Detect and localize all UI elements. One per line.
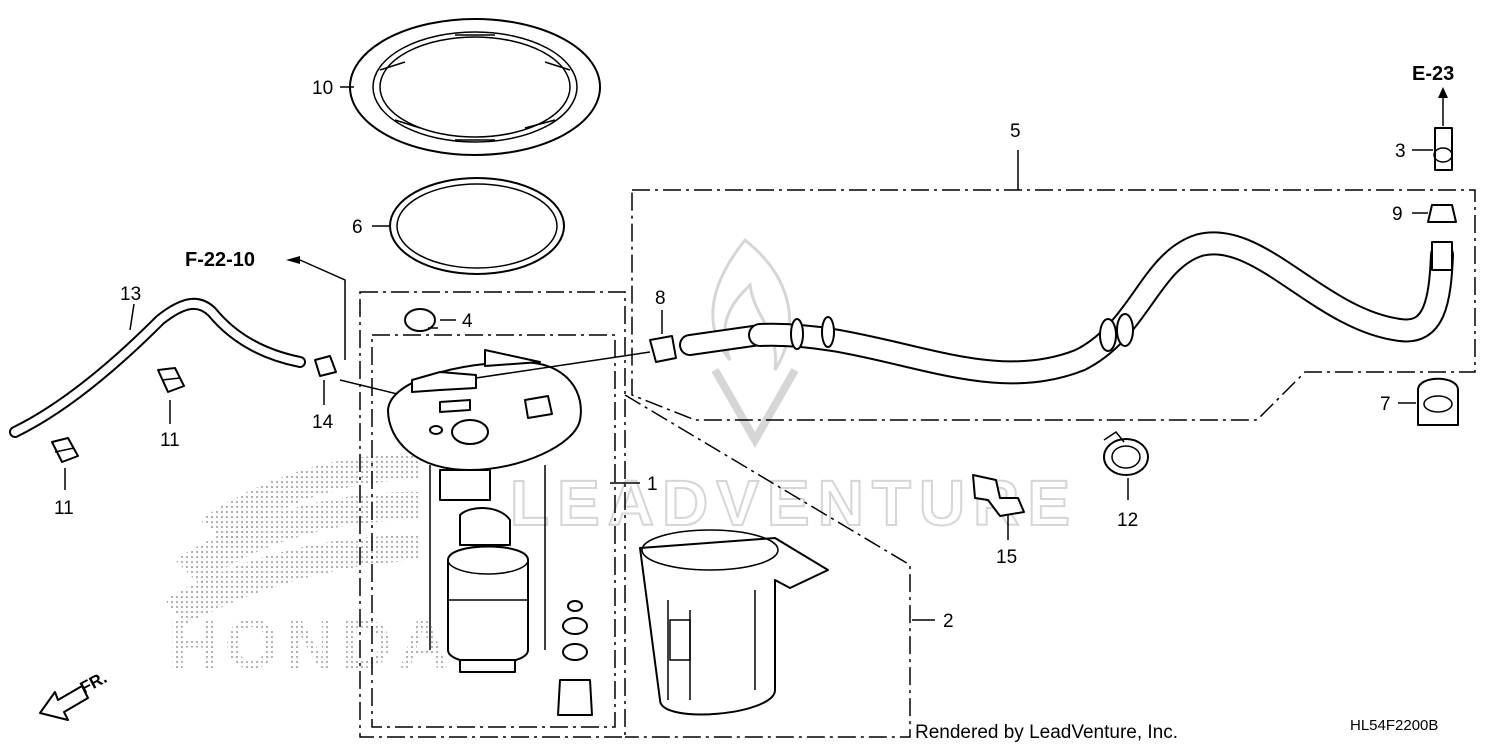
callout-11-upper: 11 — [160, 430, 180, 451]
callout-9: 9 — [1392, 204, 1403, 225]
callout-14: 14 — [312, 412, 334, 433]
front-direction-arrow-icon — [39, 685, 89, 721]
callout-4: 4 — [462, 311, 473, 332]
part-1-fuel-pump-module — [387, 349, 593, 716]
part-8-clip — [649, 335, 677, 363]
reference-arrow-icon — [286, 256, 300, 264]
render-credit: Rendered by LeadVenture, Inc. — [915, 722, 1178, 743]
callout-11-lower: 11 — [54, 498, 74, 519]
callout-1: 1 — [647, 474, 658, 495]
callout-12: 12 — [1117, 510, 1138, 531]
part-2-pump-housing — [639, 529, 829, 716]
assembly-outline-1 — [371, 334, 616, 728]
callout-15: 15 — [996, 547, 1017, 568]
reference-leader-line — [299, 259, 346, 360]
callout-7: 7 — [1380, 394, 1391, 415]
part-5-fuel-hose — [679, 231, 1454, 385]
part-11-clip-a — [157, 367, 185, 393]
part-7-grommet — [1417, 377, 1459, 426]
reference-arrow-icon — [1438, 87, 1448, 98]
reference-f-22-10: F-22-10 — [185, 249, 255, 271]
part-9-clip — [1427, 204, 1457, 223]
connection-leader-8 — [475, 351, 651, 379]
part-6-gasket — [389, 177, 565, 275]
callout-6: 6 — [352, 217, 363, 238]
assembly-outline-2-extension — [624, 394, 911, 738]
brand-logo-text: HONDA — [168, 605, 455, 683]
watermark-flame-icon — [711, 237, 799, 449]
brand-wing-mark — [165, 454, 420, 625]
callout-10: 10 — [312, 78, 333, 99]
callout-8: 8 — [655, 288, 666, 309]
part-11-clip-b — [51, 437, 79, 463]
part-12-clamp — [1103, 430, 1149, 476]
part-15-clip — [972, 474, 1025, 517]
part-10-set-ring — [349, 18, 601, 156]
diagram-code: HL54F2200B — [1350, 717, 1438, 734]
part-13-tube — [9, 297, 306, 438]
assembly-outline-2 — [359, 291, 626, 738]
part-3-joint — [1433, 127, 1453, 171]
part-4-cap — [404, 308, 438, 332]
assembly-outline-5 — [631, 189, 1476, 421]
callout-2: 2 — [943, 611, 954, 632]
callout-5: 5 — [1010, 121, 1021, 142]
part-14-clip — [314, 355, 337, 377]
reference-e-23: E-23 — [1412, 63, 1454, 85]
callout-3: 3 — [1395, 141, 1406, 162]
callout-13: 13 — [120, 284, 141, 305]
